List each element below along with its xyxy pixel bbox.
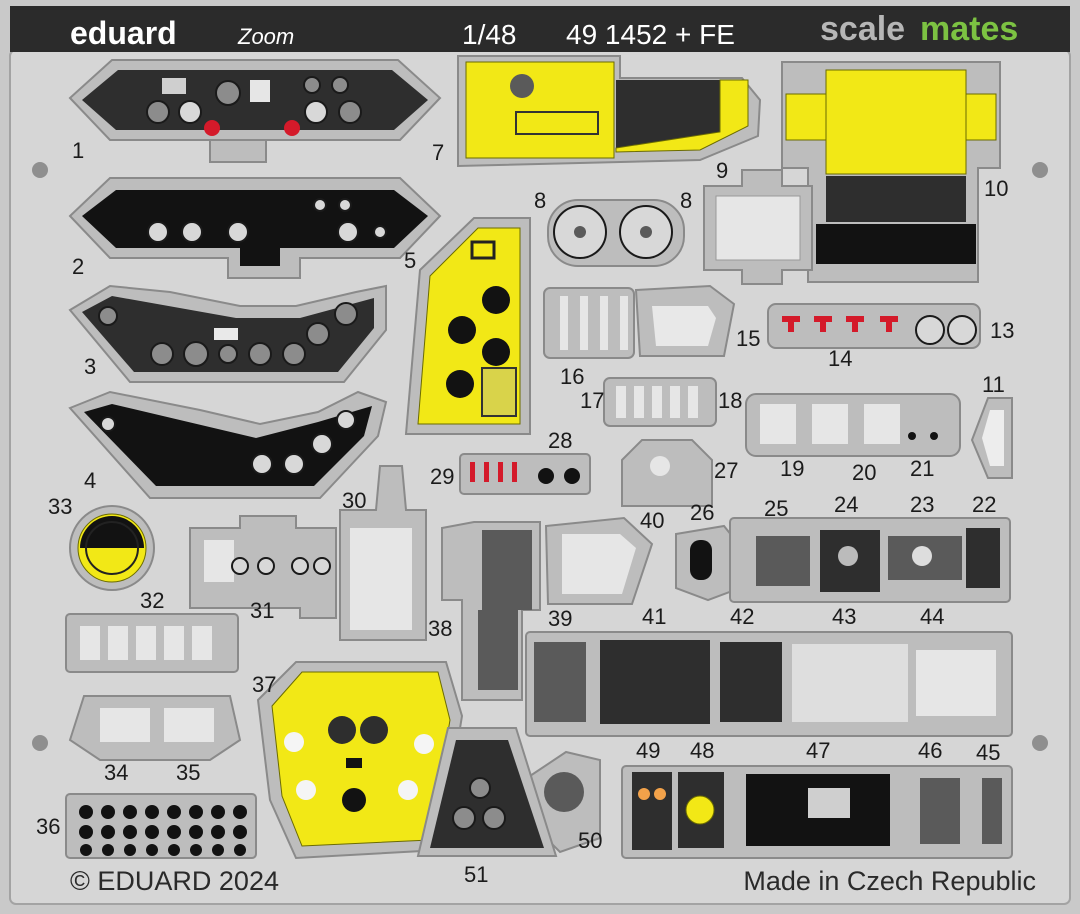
part-number-5: 5 [404,248,416,273]
part-number-35: 35 [176,760,200,785]
part-number-32: 32 [140,588,164,613]
part-number-51: 51 [464,862,488,887]
part-9-frame [703,169,813,285]
part-number-8b: 8 [680,188,692,213]
part-number-14: 14 [828,346,852,371]
part-number-44: 44 [920,604,944,629]
part-number-11: 11 [982,372,1005,397]
part-number-50: 50 [578,828,602,853]
part-8-gauges [547,199,685,267]
part-10-yellow-block [781,61,1001,283]
part-number-10: 10 [984,176,1008,201]
part-number-30: 30 [342,488,366,513]
part-number-31: 31 [250,598,274,623]
registration-hole [32,735,48,751]
part-14-red-strip [767,303,981,349]
part-11-bezel [970,397,1013,479]
part-number-46: 46 [918,738,942,763]
part-7-yellow-console [457,55,762,168]
part-33-compass [69,505,155,591]
part-number-23: 23 [910,492,934,517]
part-number-20: 20 [852,460,876,485]
part-number-16: 16 [560,364,584,389]
registration-hole [32,162,48,178]
part-number-33: 33 [48,494,72,519]
part-number-34: 34 [104,760,128,785]
part-number-41: 41 [642,604,666,629]
part-number-28: 28 [548,428,572,453]
part-number-45: 45 [976,740,1000,765]
origin-text: Made in Czech Republic [743,866,1036,896]
part-34-35-brackets [68,695,242,761]
part-number-9: 9 [716,158,728,183]
part-number-25: 25 [764,496,788,521]
set-number-label: 49 1452 + FE [566,19,735,50]
part-number-42: 42 [730,604,754,629]
part-number-48: 48 [690,738,714,763]
part-51-panel [416,727,558,857]
brand-logo-text: eduard [70,15,177,51]
part-3-lower-panel [68,284,387,383]
brand-script-text: Zoom [237,24,294,49]
registration-hole [1032,162,1048,178]
part-number-29: 29 [430,464,454,489]
part-number-24: 24 [834,492,858,517]
part-16-rack [543,284,736,359]
part-5-yellow-side-panel [404,217,531,435]
part-number-17: 17 [580,388,604,413]
part-32-strip [65,613,239,673]
part-number-39: 39 [548,606,572,631]
part-4-lower-panel [68,390,388,499]
part-37-yellow-panel [256,661,464,860]
scale-label: 1/48 [462,19,517,50]
header-bar: eduard Zoom 1/48 49 1452 + FE scale mate… [10,6,1070,52]
part-17-18-strip [603,377,717,427]
part-number-15: 15 [736,326,760,351]
part-2-instrument-panel [68,177,442,279]
part-number-2: 2 [72,254,84,279]
part-number-36: 36 [36,814,60,839]
part-number-8a: 8 [534,188,546,213]
part-45-49-panels [621,765,1013,859]
part-number-3: 3 [84,354,96,379]
watermark-scale: scale [820,10,905,48]
part-number-4: 4 [84,468,96,493]
part-38-column [441,521,541,701]
part-number-13: 13 [990,318,1014,343]
part-39-44-boxes [525,631,1013,737]
part-number-38: 38 [428,616,452,641]
part-40-frame [544,516,654,605]
part-number-27: 27 [714,458,738,483]
part-number-47: 47 [806,738,830,763]
part-number-labels: 1 2 3 4 5 7 8 8 9 10 11 13 14 15 16 17 1… [36,138,1014,887]
part-number-22: 22 [972,492,996,517]
part-36-knob-grid [65,793,257,859]
part-19-21-brackets [745,393,961,457]
part-number-49: 49 [636,738,660,763]
part-number-26: 26 [690,500,714,525]
part-number-19: 19 [780,456,804,481]
copyright-text: © EDUARD 2024 [70,866,279,896]
part-number-7: 7 [432,140,444,165]
part-27-mount [621,439,713,507]
part-28-29-switches [459,453,591,495]
part-number-18: 18 [718,388,742,413]
part-number-1: 1 [72,138,84,163]
part-number-40: 40 [640,508,664,533]
part-1-instrument-panel [68,59,442,163]
part-number-21: 21 [910,456,934,481]
part-number-43: 43 [832,604,856,629]
part-30-31-frame [189,465,427,641]
registration-hole [1032,735,1048,751]
part-number-37: 37 [252,672,276,697]
watermark-mates: mates [920,10,1018,48]
part-22-26-boxes [675,517,1011,603]
